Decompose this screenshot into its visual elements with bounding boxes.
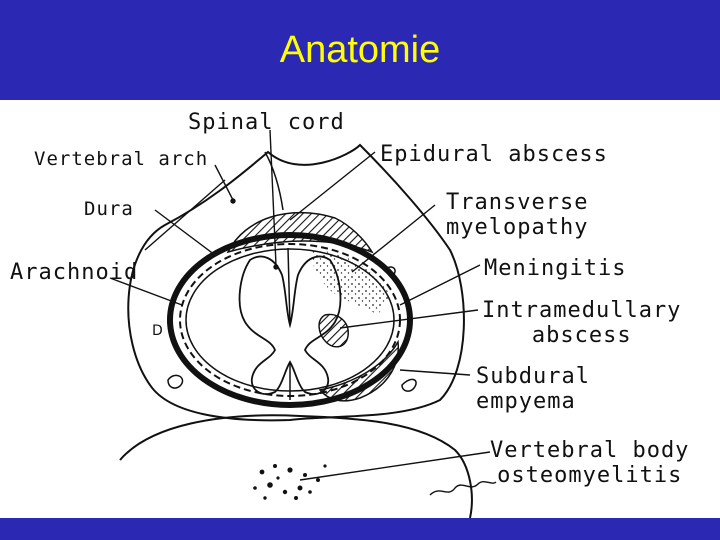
vertebral-body-outline xyxy=(120,415,472,518)
label-intramedullary-abscess: Intramedullary abscess xyxy=(482,298,681,348)
label-dura: Dura xyxy=(84,198,134,220)
artist-signature xyxy=(430,482,496,495)
leader-lines xyxy=(110,130,490,480)
leader-subdural xyxy=(400,370,470,375)
label-intramedullary-line2: abscess xyxy=(482,323,681,348)
subdural-empyema-region xyxy=(320,342,398,401)
label-spinal-cord: Spinal cord xyxy=(188,110,345,135)
leader-transverse xyxy=(352,205,435,272)
leader-meningitis xyxy=(400,265,480,305)
slide-title: Anatomie xyxy=(0,28,720,72)
leader-epidural xyxy=(290,152,375,220)
leader-vertebral-body xyxy=(300,452,490,480)
label-intramedullary-line1: Intramedullary xyxy=(482,298,681,323)
label-vertebral-body-line1: Vertebral body xyxy=(490,438,689,463)
label-vertebral-arch: Vertebral arch xyxy=(34,148,208,170)
label-subdural-line2: empyema xyxy=(476,389,590,414)
label-vertebral-body-osteomyelitis: Vertebral body osteomyelitis xyxy=(490,438,689,488)
label-vertebral-body-line2: osteomyelitis xyxy=(490,463,689,488)
intramedullary-abscess-region xyxy=(319,314,348,346)
label-subdural-empyema: Subdural empyema xyxy=(476,364,590,414)
label-arachnoid: Arachnoid xyxy=(10,260,138,285)
nerve-root-left xyxy=(168,375,183,388)
label-transverse-line1: Transverse xyxy=(446,190,588,215)
bottom-bar xyxy=(0,518,720,540)
label-epidural-abscess: Epidural abscess xyxy=(380,142,608,167)
leader-vertebral-arch-2 xyxy=(145,180,225,250)
spinal-anatomy-diagram: D Spinal cord Vertebral arch Dura Arachn… xyxy=(0,100,720,518)
label-transverse-line2: myelopathy xyxy=(446,215,588,240)
label-meningitis: Meningitis xyxy=(484,256,626,281)
label-transverse-myelopathy: Transverse myelopathy xyxy=(446,190,588,240)
osteomyelitis-dots xyxy=(253,464,326,500)
nerve-root-right xyxy=(402,379,416,391)
label-subdural-line1: Subdural xyxy=(476,364,590,389)
mark-d-left: D xyxy=(152,323,163,339)
